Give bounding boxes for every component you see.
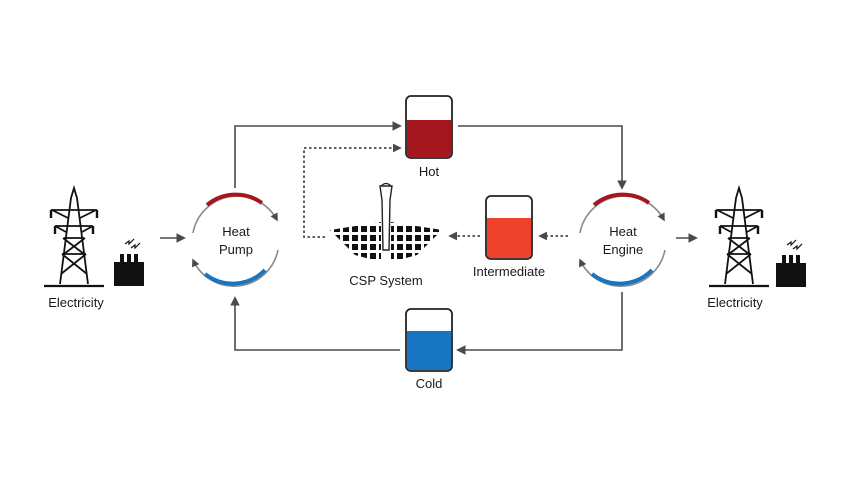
electricity-right-label: Electricity [707,295,763,310]
transmission-tower-icon [44,188,104,286]
cold-label: Cold [416,376,443,391]
heat-pump-label-line1: Heat [222,224,250,239]
heat-engine-label-line1: Heat [609,224,637,239]
arrow-pump-to-hot [235,126,400,188]
heat-pump-label-line2: Pump [219,242,253,257]
csp-tower-icon [380,184,392,251]
electricity-left-label: Electricity [48,295,104,310]
csp-system-label: CSP System [349,273,422,288]
hot-label: Hot [419,164,440,179]
heat-engine-cycle [580,195,665,287]
heat-pump-cycle [193,195,278,287]
hot-tank [406,96,452,158]
arrow-hot-to-engine [458,126,622,188]
intermediate-label: Intermediate [473,264,545,279]
intermediate-tank [486,196,532,259]
cold-tank [406,309,452,371]
transformer-icon [114,239,144,286]
arrow-engine-to-cold [458,292,622,350]
transformer-icon [776,240,806,287]
arrow-cold-to-pump [235,298,400,350]
heat-engine-label-line2: Engine [603,242,643,257]
transmission-tower-icon [709,188,769,286]
